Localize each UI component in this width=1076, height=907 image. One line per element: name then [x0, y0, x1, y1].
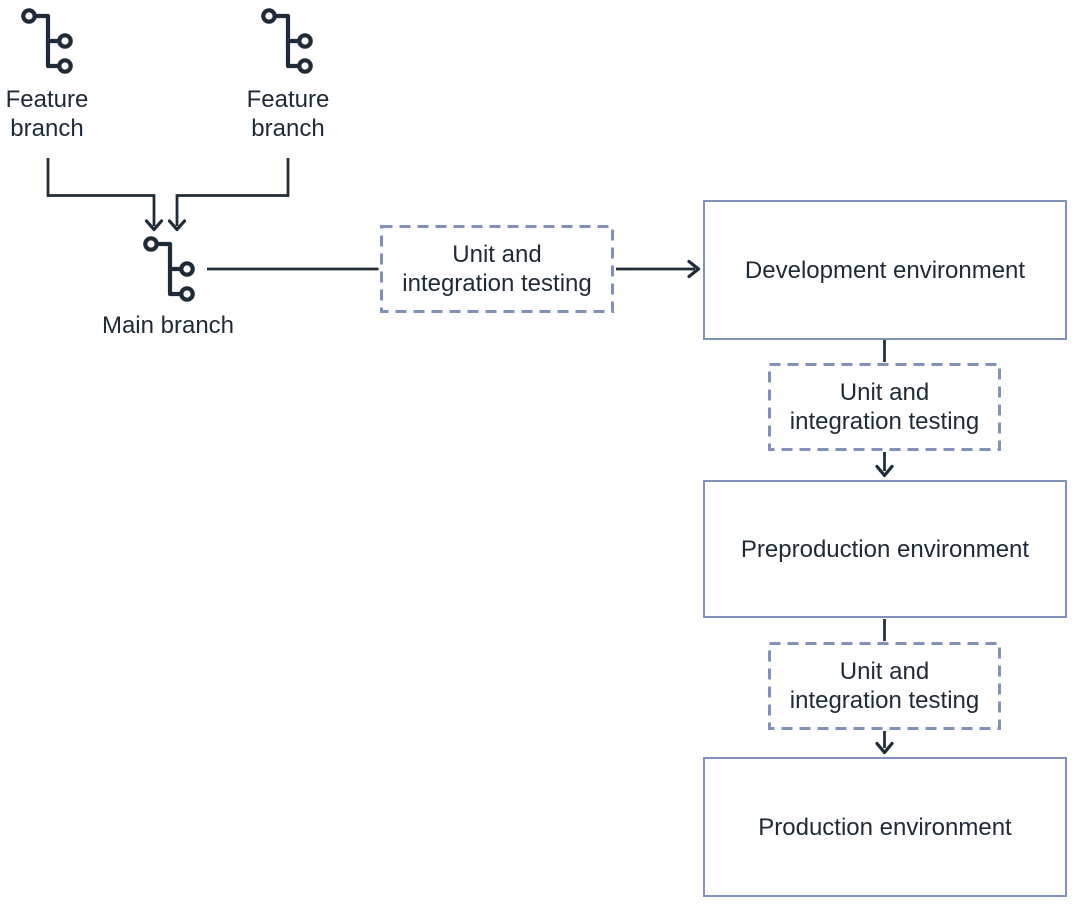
testing-to-preproduction-arrowhead [875, 464, 894, 478]
preproduction-environment-box: Preproduction environment [703, 480, 1067, 618]
testing-step-1-label: Unit and integration testing [402, 241, 592, 297]
testing-box-border-2 [768, 363, 1001, 451]
testing-step-2-label: Unit and integration testing [789, 379, 980, 435]
testing-step-1: Unit and integration testing [380, 225, 614, 313]
production-environment-box: Production environment [703, 757, 1067, 897]
testing-box-border-3 [768, 642, 1001, 730]
feature-branch-1-label: Feature branch [5, 86, 89, 142]
production-environment-label: Production environment [758, 813, 1012, 841]
testing-step-3: Unit and integration testing [768, 642, 1001, 730]
testing-box-border-1 [380, 225, 614, 313]
development-environment-box: Development environment [703, 200, 1067, 340]
preproduction-environment-label: Preproduction environment [740, 535, 1030, 563]
merge-arrowhead-right [167, 219, 187, 232]
git-branch-icon [23, 10, 70, 71]
testing-to-production-arrowhead [875, 741, 894, 755]
testing-step-3-label: Unit and integration testing [789, 658, 980, 714]
main-branch-label: Main branch [101, 312, 235, 339]
merge-connector-right [175, 158, 290, 226]
development-environment-label: Development environment [744, 256, 1026, 284]
git-branch-icon [263, 10, 310, 71]
feature-branch-2-label: Feature branch [246, 86, 330, 142]
testing-step-2: Unit and integration testing [768, 363, 1001, 451]
testing-to-development-arrowhead [687, 259, 701, 279]
merge-arrowhead-left [144, 219, 164, 232]
git-branch-icon [145, 238, 192, 299]
merge-connector-left [46, 158, 156, 226]
